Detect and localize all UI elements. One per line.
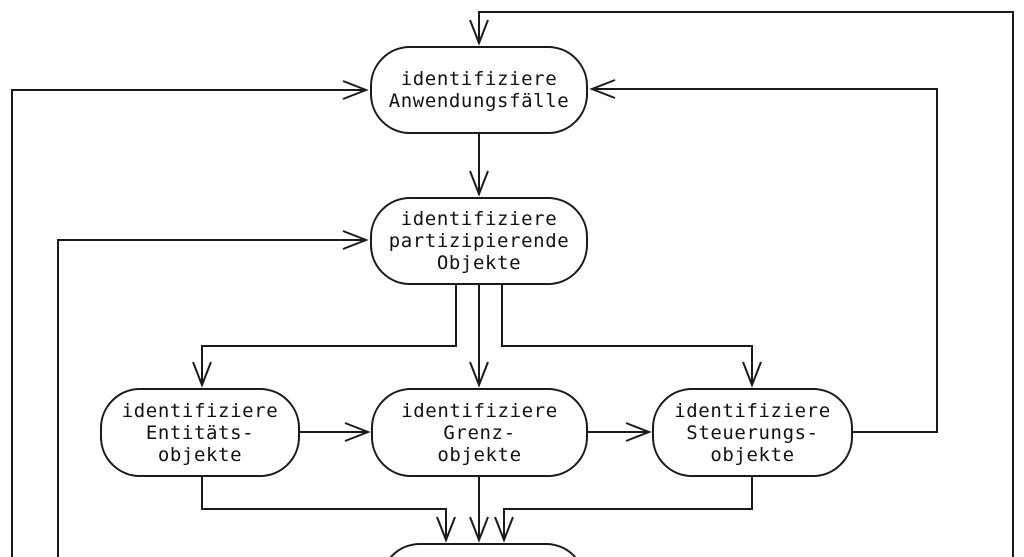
edge-feedback-left-outer-to-anwendungsfaelle bbox=[11, 80, 369, 557]
node-label-line: identifiziere bbox=[121, 399, 279, 422]
edge-steuerungs-to-bottom bbox=[494, 477, 753, 543]
node-label-line: Grenz- bbox=[443, 421, 516, 444]
edge-steuerungs-to-anwendungsfaelle bbox=[589, 79, 938, 433]
node-identifiziere-steuerungsobjekte: identifiziere Steuerungs- objekte bbox=[652, 388, 853, 477]
node-identifiziere-anwendungsfaelle: identifiziere Anwendungsfälle bbox=[370, 46, 588, 134]
node-label-line: identifiziere bbox=[400, 68, 558, 90]
node-label-line: Steuerungs- bbox=[686, 421, 819, 444]
node-label-line: identifiziere bbox=[674, 399, 831, 422]
node-label-line: Entitäts- bbox=[145, 421, 255, 444]
node-identifiziere-entitaetsobjekte: identifiziere Entitäts- objekte bbox=[100, 388, 300, 477]
node-label-line: objekte bbox=[710, 443, 795, 466]
node-label-line: Objekte bbox=[436, 252, 522, 274]
node-identifiziere-partizipierende-objekte: identifiziere partizipierende Objekte bbox=[370, 197, 588, 285]
edge-entitaets-to-bottom bbox=[201, 477, 456, 543]
edge-feedback-left-inner-to-partizipierende bbox=[57, 230, 369, 557]
node-bottom-partial bbox=[380, 543, 586, 557]
node-identifiziere-grenzobjekte: identifiziere Grenz- objekte bbox=[371, 388, 588, 477]
node-label-line: objekte bbox=[437, 443, 522, 466]
node-label-line: identifiziere bbox=[400, 208, 558, 230]
node-label-line: identifiziere bbox=[401, 399, 558, 422]
edge-partizipierende-to-entitaets bbox=[192, 285, 457, 388]
node-label-line: partizipierende bbox=[388, 230, 570, 252]
node-label-line: objekte bbox=[157, 443, 243, 466]
node-label-line: Anwendungsfälle bbox=[388, 90, 570, 112]
edge-feedback-right-outer-to-top bbox=[469, 11, 1014, 557]
edge-partizipierende-to-steuerungs bbox=[501, 285, 762, 388]
